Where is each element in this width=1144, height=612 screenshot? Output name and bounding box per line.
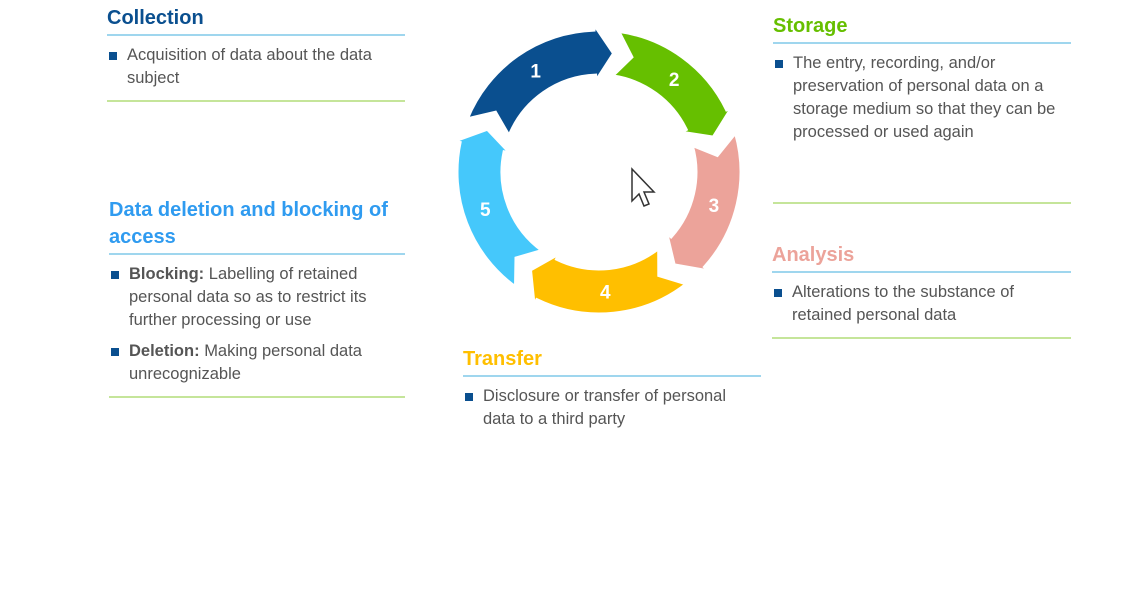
list-item: Acquisition of data about the data subje… [107,44,405,90]
bullet-icon [109,52,117,60]
list-item: Blocking: Labelling of retained personal… [109,263,405,332]
item-text: Making personal data unrecognizable [129,342,362,383]
list-item: The entry, recording, and/or preservatio… [773,52,1071,144]
list-item: Disclosure or transfer of personal data … [463,385,761,431]
transfer-title: Transfer [463,346,761,377]
item-text: The entry, recording, and/or preservatio… [793,54,1056,141]
cycle-step-label: 5 [480,200,491,221]
mouse-cursor-icon [631,167,656,207]
bullet-icon [774,289,782,297]
item-bold: Deletion: [129,342,200,360]
cycle-segment-4 [528,245,690,316]
item-text: Alterations to the substance of retained… [792,283,1014,324]
list-item: Alterations to the substance of retained… [772,281,1071,327]
cycle-step-label: 1 [530,62,541,83]
list-item: Deletion: Making personal data unrecogni… [109,340,405,386]
cycle-segment-1 [464,18,616,140]
bullet-icon [111,271,119,279]
item-text: Acquisition of data about the data subje… [127,46,372,87]
divider [109,396,405,398]
divider [107,100,405,102]
divider [772,337,1071,339]
bullet-icon [465,393,473,401]
bullet-icon [111,348,119,356]
collection-section: Collection Acquisition of data about the… [107,5,405,102]
storage-section: Storage The entry, recording, and/or pre… [773,13,1071,204]
deletion-section: Data deletion and blocking of access Blo… [109,197,405,398]
transfer-section: Transfer Disclosure or transfer of perso… [463,346,761,431]
cycle-segment-2 [609,29,737,139]
storage-title: Storage [773,13,1071,44]
analysis-section: Analysis Alterations to the substance of… [772,242,1071,339]
cycle-segment-3 [664,129,743,274]
collection-title: Collection [107,5,405,36]
item-bold: Blocking: [129,265,205,283]
analysis-title: Analysis [772,242,1071,273]
deletion-title: Data deletion and blocking of access [109,197,405,255]
cycle-segment-5 [448,127,546,290]
bullet-icon [775,60,783,68]
divider [773,202,1071,204]
item-text: Disclosure or transfer of personal data … [483,387,727,428]
item-text: Labelling of retained personal data so a… [129,265,367,329]
cycle-step-label: 3 [709,196,720,217]
cycle-step-label: 2 [669,70,680,91]
cycle-step-label: 4 [600,282,611,303]
